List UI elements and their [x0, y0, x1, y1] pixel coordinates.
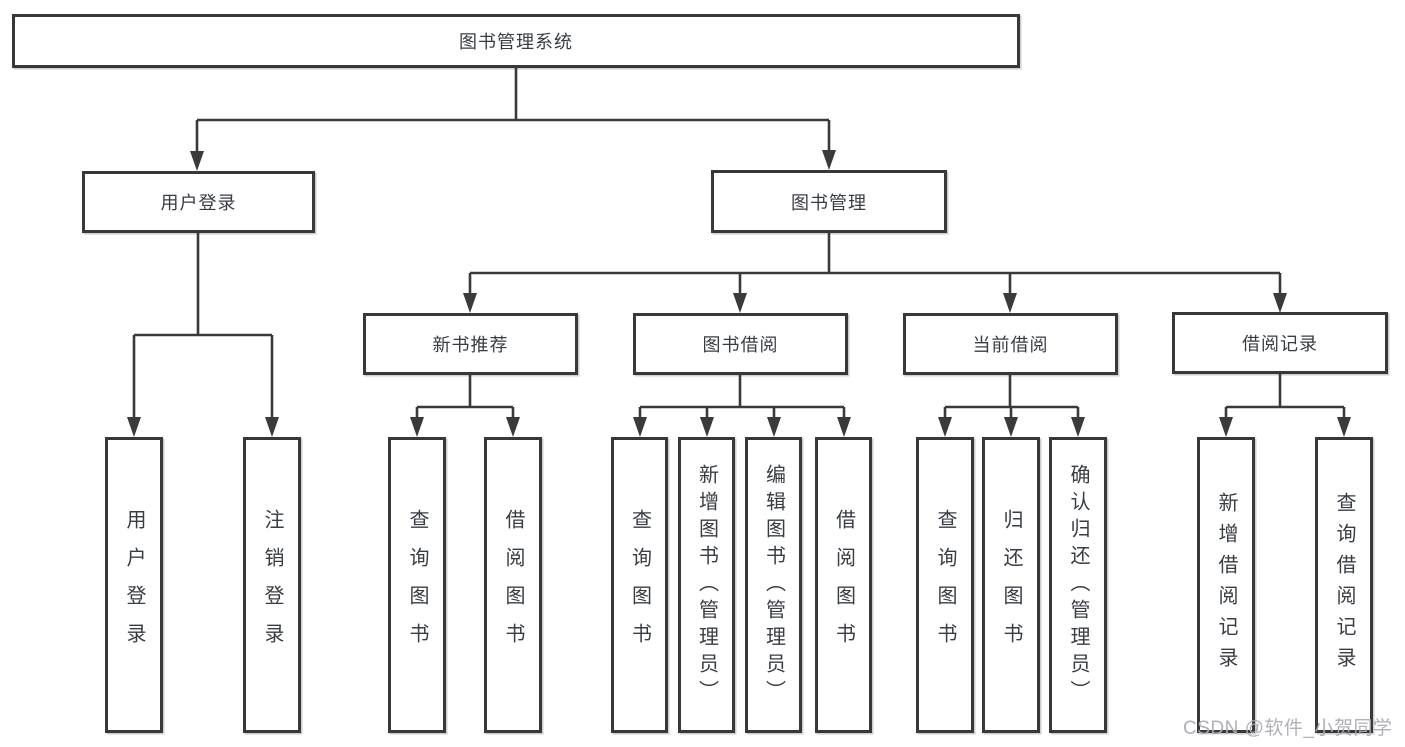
leaf-query-book-3: 查询图书 [916, 437, 974, 733]
node-current-borrow: 当前借阅 [903, 313, 1118, 375]
leaf-query-book-2-label: 查询图书 [628, 509, 651, 661]
node-book-borrow: 图书借阅 [633, 313, 848, 375]
leaf-confirm-return-admin-label: 确认归还（管理员） [1067, 463, 1089, 707]
leaf-query-book-1: 查询图书 [388, 437, 446, 733]
leaf-logout-label: 注销登录 [261, 509, 283, 661]
leaf-edit-book-admin-label: 编辑图书（管理员） [762, 463, 785, 707]
leaf-user-login: 用户登录 [105, 437, 163, 733]
node-user-login-label: 用户登录 [160, 193, 237, 213]
leaf-add-book-admin-label: 新增图书（管理员） [695, 463, 718, 707]
leaf-return-book-label: 归还图书 [1000, 509, 1022, 661]
connector-current-borrow-children [938, 375, 1085, 437]
leaf-edit-book-admin: 编辑图书（管理员） [745, 437, 802, 733]
leaf-query-borrow-record-label: 查询借阅记录 [1333, 492, 1355, 678]
node-new-book-recommend: 新书推荐 [363, 313, 578, 375]
node-book-management-label: 图书管理 [791, 192, 867, 213]
node-borrow-record-label: 借阅记录 [1242, 334, 1318, 354]
leaf-query-book-2: 查询图书 [611, 437, 668, 733]
leaf-query-borrow-record: 查询借阅记录 [1315, 437, 1373, 733]
leaf-query-book-3-label: 查询图书 [934, 509, 956, 661]
node-book-management: 图书管理 [711, 170, 947, 233]
node-root-system: 图书管理系统 [12, 14, 1020, 68]
leaf-borrow-book-1-label: 借阅图书 [502, 509, 524, 661]
leaf-add-borrow-record-label: 新增借阅记录 [1215, 492, 1237, 678]
connector-book-borrow-children [633, 375, 851, 437]
connector-book-mgmt-children [463, 233, 1287, 313]
leaf-user-login-label: 用户登录 [123, 509, 145, 661]
leaf-return-book: 归还图书 [982, 437, 1040, 733]
leaf-confirm-return-admin: 确认归还（管理员） [1049, 437, 1107, 733]
leaf-borrow-book-1: 借阅图书 [484, 437, 542, 733]
node-current-borrow-label: 当前借阅 [972, 335, 1049, 355]
node-book-borrow-label: 图书借阅 [702, 335, 779, 355]
connector-user-login-children [127, 233, 279, 437]
leaf-query-book-1-label: 查询图书 [406, 509, 428, 661]
csdn-watermark: CSDN @软件_小贺同学 [1183, 718, 1393, 739]
node-root-system-label: 图书管理系统 [459, 32, 573, 52]
leaf-add-book-admin: 新增图书（管理员） [678, 437, 735, 733]
leaf-add-borrow-record: 新增借阅记录 [1197, 437, 1255, 733]
node-user-login: 用户登录 [82, 171, 315, 233]
connector-borrow-record-children [1219, 374, 1351, 437]
leaf-logout: 注销登录 [243, 437, 301, 733]
connector-new-book-children [410, 375, 520, 437]
leaf-borrow-book-2-label: 借阅图书 [832, 509, 855, 661]
node-new-book-recommend-label: 新书推荐 [432, 335, 509, 355]
connector-root-to-level2 [190, 68, 836, 171]
leaf-borrow-book-2: 借阅图书 [815, 437, 872, 733]
node-borrow-record: 借阅记录 [1172, 312, 1388, 374]
